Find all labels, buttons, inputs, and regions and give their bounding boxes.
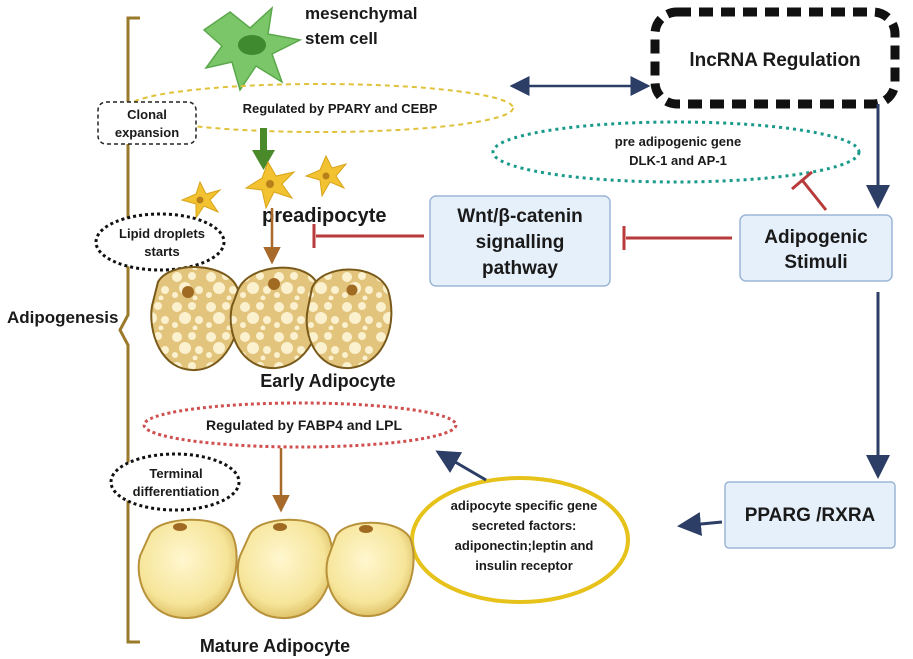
fabp4-lpl-ellipse — [142, 401, 458, 449]
mature-adipocyte-label: Mature Adipocyte — [200, 636, 350, 656]
wnt-label-line3: pathway — [482, 258, 558, 279]
adipocyte-specific-gene-ellipse — [410, 476, 630, 604]
lipid-droplets-ellipse — [94, 212, 226, 272]
wnt-label-line1: Wnt/β-catenin — [457, 206, 583, 227]
preadipocyte-cell-icon — [304, 154, 348, 198]
arrow-specific-to-fabp4 — [435, 450, 487, 482]
adipogenic-stimuli-box — [739, 214, 893, 282]
preadipocyte-cell-icon — [180, 180, 222, 220]
msc-label-line2: stem cell — [305, 29, 378, 48]
early-adipocyte-cell-icon — [305, 268, 393, 370]
pparg-rxra-label: PPARG /RXRA — [745, 505, 876, 526]
fabp4-lpl-label: Regulated by FABP4 and LPL — [206, 417, 402, 433]
preadipocyte-cell-icon — [244, 160, 296, 210]
early-adipocyte-label: Early Adipocyte — [260, 371, 395, 391]
clonal-label-line2: expansion — [115, 125, 179, 140]
wnt-label-line2: signalling — [476, 232, 565, 253]
lipid-label-line1: Lipid droplets — [119, 226, 205, 241]
early-adipocyte-cell-icon — [150, 266, 242, 372]
green-arrow-down — [252, 128, 275, 170]
specific-label-line1: adipocyte specific gene — [451, 498, 598, 513]
pparg-cebp-label: Regulated by PPARY and CEBP — [243, 101, 438, 116]
pre-adipo-gene-line2: DLK-1 and AP-1 — [629, 153, 727, 168]
msc-label-line1: mesenchymal — [305, 4, 417, 23]
specific-label-line3: adiponectin;leptin and — [455, 538, 594, 553]
clonal-expansion-box — [97, 101, 197, 145]
clonal-label-line1: Clonal — [127, 107, 167, 122]
mature-adipocyte-cell-icon — [137, 518, 238, 620]
inhibit-to-pre-adipogenic — [791, 170, 828, 211]
mesenchymal-stem-cell-icon — [202, 6, 303, 92]
mature-adipocyte-cell-icon — [325, 521, 415, 618]
mature-adipocyte-cell-icon — [236, 518, 334, 620]
specific-label-line4: insulin receptor — [475, 558, 573, 573]
terminal-label-line1: Terminal — [149, 466, 202, 481]
lncrna-label: lncRNA Regulation — [689, 50, 860, 71]
terminal-differentiation-ellipse — [109, 452, 241, 512]
pparg-rxra-box — [724, 481, 896, 549]
early-adipocyte-cell-icon — [229, 266, 322, 370]
inhibit-to-preadipocyte — [312, 224, 424, 248]
arrow-pparg-to-specific — [677, 512, 723, 536]
adipogenesis-bracket — [118, 16, 140, 644]
adipogenesis-label: Adipogenesis — [7, 308, 118, 327]
preadipocyte-label: preadipocyte — [262, 205, 386, 227]
terminal-label-line2: differentiation — [133, 484, 220, 499]
adipogenic-label-line1: Adipogenic — [764, 227, 868, 248]
lipid-label-line2: starts — [144, 244, 179, 259]
lncrna-regulation-box — [650, 7, 900, 109]
pparg-cebp-ellipse — [126, 83, 514, 133]
wnt-pathway-box — [429, 195, 611, 287]
pre-adipo-gene-line1: pre adipogenic gene — [615, 134, 741, 149]
inhibit-to-wnt — [622, 226, 732, 250]
specific-label-line2: secreted factors: — [472, 518, 577, 533]
pre-adipogenic-gene-ellipse — [491, 120, 861, 184]
adipogenic-label-line2: Stimuli — [784, 252, 847, 273]
